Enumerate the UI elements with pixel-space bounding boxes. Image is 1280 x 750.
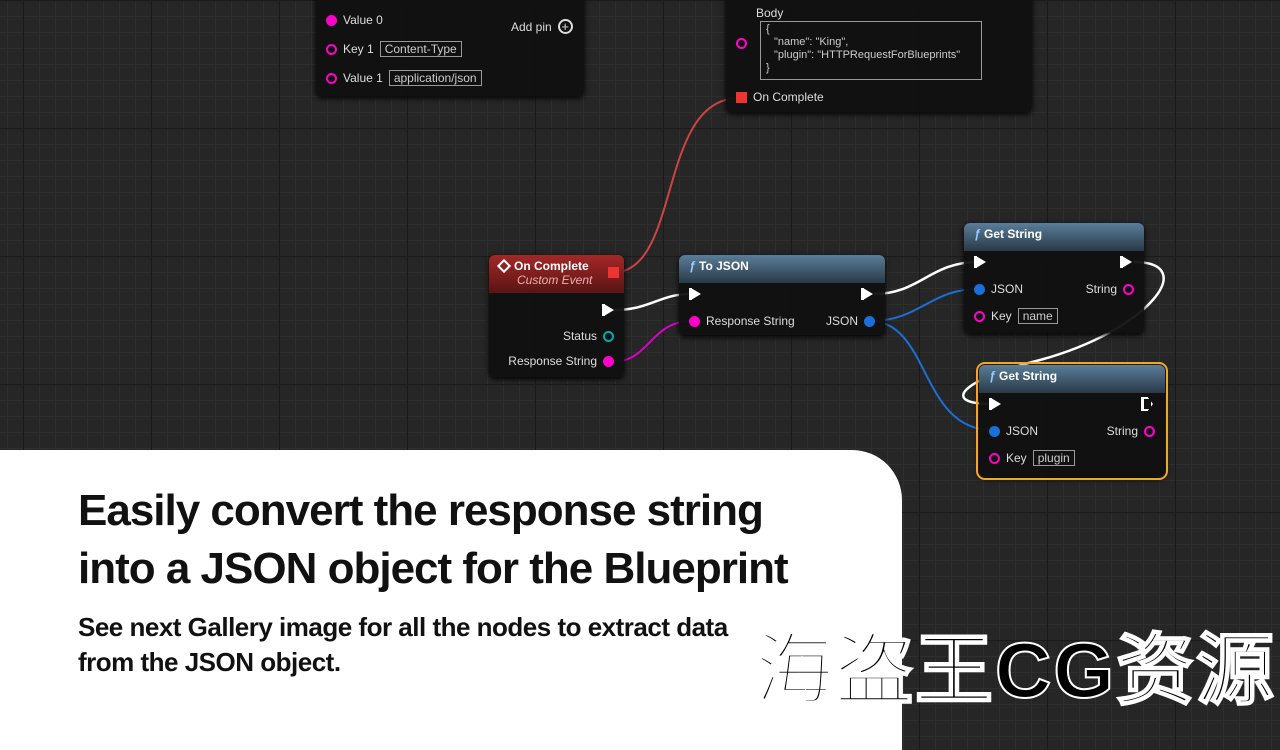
exec-outline-icon — [1141, 397, 1153, 411]
key1-input[interactable]: Content-Type — [379, 41, 462, 57]
headline: Easily convert the response string into … — [78, 486, 789, 593]
string-pin-icon[interactable] — [603, 355, 614, 367]
pin-label: JSON — [991, 282, 1024, 296]
string-pin-icon[interactable] — [989, 452, 1000, 464]
pin-label: Key — [991, 309, 1012, 323]
add-pin-button[interactable]: Add pin + — [511, 19, 573, 34]
pin-label: JSON — [825, 314, 858, 328]
http-request-node[interactable]: Body { "name": "King", "plugin": "HTTPRe… — [726, 0, 1032, 112]
string-pin-icon[interactable] — [326, 72, 337, 84]
exec-pin-icon[interactable] — [602, 304, 614, 316]
json-pin-icon[interactable] — [864, 315, 875, 327]
body-line: "plugin": "HTTPRequestForBlueprints" — [774, 49, 961, 61]
node-title: Get String — [984, 227, 1043, 241]
key-input[interactable]: plugin — [1032, 450, 1075, 466]
node-subtitle: Custom Event — [517, 273, 593, 287]
pin-label: Status — [562, 329, 597, 343]
string-pin-icon[interactable] — [1123, 283, 1134, 295]
add-pin-label: Add pin — [511, 19, 552, 34]
function-icon: ƒ — [974, 227, 981, 241]
delegate-pin-icon[interactable] — [608, 267, 619, 278]
string-pin-icon[interactable] — [974, 310, 985, 322]
pin-label: Key 1 — [343, 42, 374, 56]
pin-label: Key — [1006, 451, 1027, 465]
body-line: "name": "King", — [774, 36, 849, 48]
string-pin-icon[interactable] — [1144, 425, 1155, 437]
watermark: 海盗王CG资源 — [754, 625, 1276, 715]
caption-panel: Easily convert the response string into … — [0, 450, 902, 750]
exec-pin-icon[interactable] — [861, 288, 873, 300]
pin-label: Value 0 — [343, 13, 383, 27]
exec-pin-icon[interactable] — [974, 256, 986, 268]
key-input[interactable]: name — [1017, 308, 1058, 324]
exec-pin-icon[interactable] — [989, 398, 1001, 410]
delegate-pin-icon[interactable] — [736, 91, 747, 103]
body-label: Body — [756, 6, 784, 20]
string-pin-icon[interactable] — [689, 315, 700, 327]
function-icon: ƒ — [689, 259, 696, 273]
string-pin-icon[interactable] — [736, 38, 747, 49]
event-diamond-icon — [496, 258, 512, 274]
body-input[interactable]: { "name": "King", "plugin": "HTTPRequest… — [760, 21, 982, 80]
string-pin-icon[interactable] — [326, 43, 337, 55]
node-title: Get String — [999, 369, 1058, 383]
node-title: To JSON — [699, 259, 749, 273]
json-pin-icon[interactable] — [974, 283, 985, 295]
function-icon: ƒ — [989, 369, 996, 383]
subheadline: See next Gallery image for all the nodes… — [78, 612, 728, 677]
node-title: On Complete — [514, 259, 589, 273]
string-pin-icon[interactable] — [326, 14, 337, 26]
body-line: { — [766, 23, 770, 35]
pin-label: Value 1 — [343, 71, 383, 85]
body-line: } — [766, 62, 770, 74]
exec-pin-icon[interactable] — [689, 288, 701, 300]
plus-circle-icon: + — [557, 19, 573, 34]
to-json-node[interactable]: ƒ To JSON Response String JSON — [679, 255, 885, 335]
on-complete-event-node[interactable]: On Complete Custom Event Status Response… — [489, 255, 624, 377]
value1-input[interactable]: application/json — [388, 70, 482, 86]
exec-pin-icon[interactable] — [1120, 256, 1132, 268]
status-pin-icon[interactable] — [603, 330, 614, 342]
json-pin-icon[interactable] — [989, 425, 1000, 437]
pin-label: JSON — [1006, 424, 1039, 438]
pin-label: Response String — [706, 314, 795, 328]
pin-label: Response String — [508, 354, 597, 368]
headers-node[interactable]: Value 0 Key 1 Content-Type Value 1 applica… — [316, 0, 584, 96]
pin-label: On Complete — [753, 90, 824, 104]
pin-label: String — [1106, 424, 1138, 438]
pin-label: String — [1085, 282, 1117, 296]
get-string-node-plugin[interactable]: ƒ Get String JSON String Key plugin — [976, 362, 1168, 480]
